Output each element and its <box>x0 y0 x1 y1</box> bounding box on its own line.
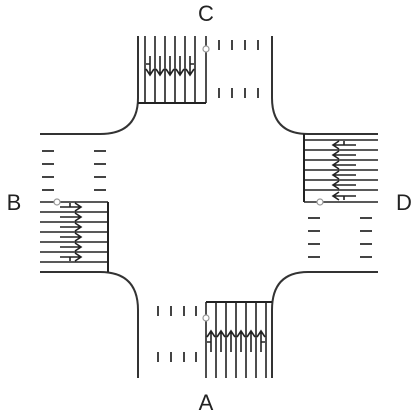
lane-dividers-d-out <box>308 217 372 258</box>
detector-dot-c <box>202 45 210 53</box>
lane-arrows-a <box>206 329 266 352</box>
road-edges <box>40 36 378 378</box>
label-d: D <box>396 190 412 215</box>
lane-arrows-c <box>145 56 195 77</box>
detector-dot-a <box>202 314 210 322</box>
approach-a <box>157 301 272 378</box>
edge-bottom-left <box>40 271 139 378</box>
lane-dividers-a-out <box>157 306 197 362</box>
approach-d <box>303 134 378 258</box>
label-a: A <box>199 390 214 415</box>
lane-arrows-b <box>60 202 83 262</box>
approach-c <box>138 36 259 104</box>
lane-dividers-c-out <box>218 40 259 98</box>
edge-top-right <box>271 36 378 135</box>
approach-b <box>40 150 109 272</box>
label-b: B <box>7 190 22 215</box>
label-c: C <box>198 1 214 26</box>
lane-dividers-b-out <box>42 150 106 191</box>
lane-arrows-d <box>331 140 356 201</box>
edge-bottom-right <box>271 271 378 378</box>
detector-dot-b <box>53 198 61 206</box>
edge-top-left <box>40 36 139 135</box>
detector-dot-d <box>316 198 324 206</box>
